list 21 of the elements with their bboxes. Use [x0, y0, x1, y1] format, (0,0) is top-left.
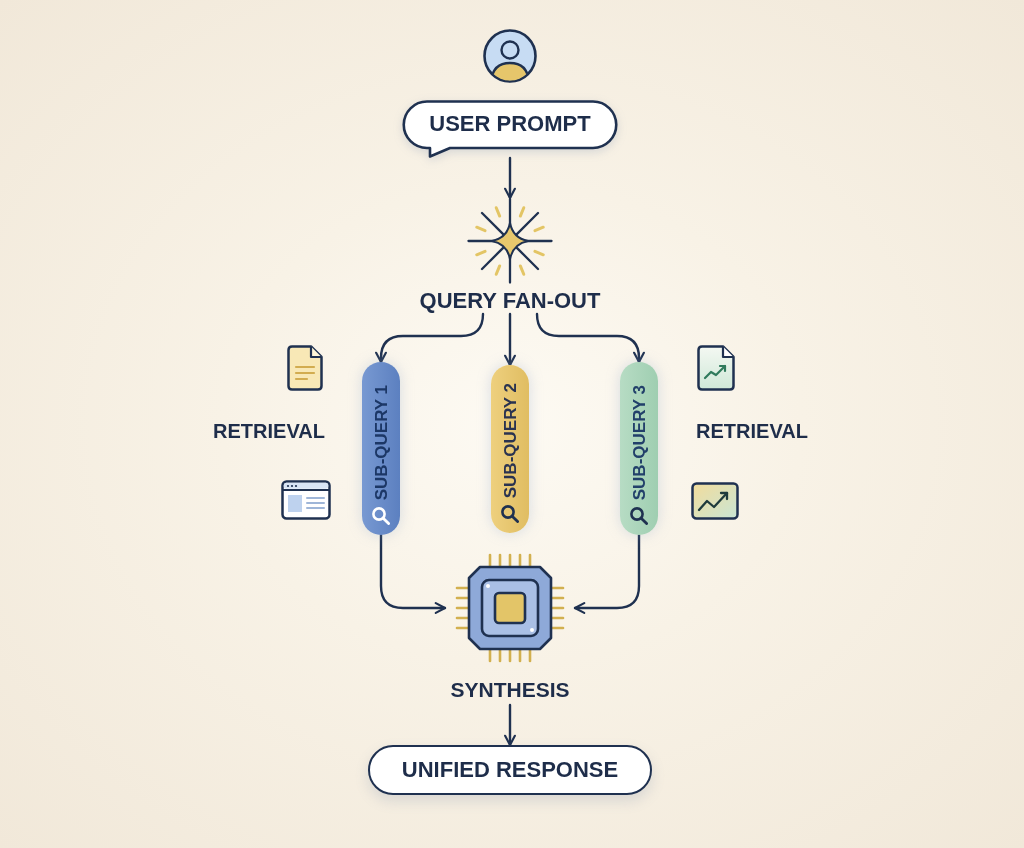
arrow [535, 312, 645, 364]
arrow [504, 312, 516, 367]
label-text: USER PROMPT [429, 113, 591, 135]
speech-bubble [402, 100, 618, 158]
label-text: QUERY FAN-OUT [419, 290, 601, 312]
section-label: RETRIEVAL [213, 421, 325, 441]
arrow [504, 156, 516, 200]
response-box [368, 745, 652, 795]
query-pill [620, 362, 658, 535]
arrow [379, 533, 447, 614]
label-text: SUB-QUERY 1 [372, 384, 390, 500]
label-text: SUB-QUERY 2 [501, 382, 519, 498]
query-pill [362, 362, 400, 535]
label-text: SUB-QUERY 3 [630, 384, 648, 500]
section-label: RETRIEVAL [696, 421, 808, 441]
label-text: SYNTHESIS [450, 679, 570, 700]
arrow [573, 533, 641, 614]
arrow [375, 312, 485, 364]
label-text: UNIFIED RESPONSE [401, 759, 619, 781]
arrow [504, 703, 516, 747]
query-pill [491, 365, 529, 533]
